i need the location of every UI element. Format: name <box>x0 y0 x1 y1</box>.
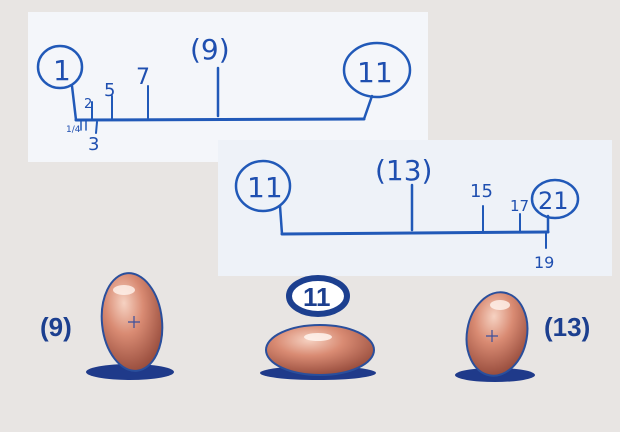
ball-right <box>455 291 535 382</box>
bottom-key-2: (13) <box>375 154 432 187</box>
bottom-timeline-card <box>218 140 612 276</box>
ball-right-body <box>465 291 529 377</box>
bottom-tick-label-19: 19 <box>534 253 554 272</box>
bottom-timeline: 11 (13) 21 15 17 19 <box>234 154 580 272</box>
bottom-timeline-line <box>280 230 550 236</box>
ball-left-shadow <box>86 364 174 380</box>
bottom-tick-label-17: 17 <box>510 197 529 215</box>
ball-right-highlight <box>490 300 510 310</box>
top-key-2: (9) <box>190 33 230 66</box>
bottom-tick-label-15: 15 <box>470 181 493 202</box>
top-timeline-line <box>74 117 366 122</box>
ball-right-center-mark <box>486 330 498 342</box>
top-tick-3 <box>95 121 98 134</box>
ball-left-center-mark <box>128 316 140 328</box>
top-key-3: 11 <box>357 56 393 89</box>
bottom-key-3: 21 <box>538 187 569 215</box>
ball-left <box>86 272 174 380</box>
bottom-key-1: 11 <box>247 171 283 204</box>
top-key-1: 1 <box>53 54 71 87</box>
ball-center <box>260 275 376 380</box>
top-key-circle-3 <box>342 41 412 99</box>
top-tick-label-3: 3 <box>88 134 99 155</box>
bottom-key-stem-1 <box>278 204 284 236</box>
ball-center-highlight <box>304 333 332 341</box>
top-tick-label-2: 2 <box>84 97 92 112</box>
bottom-key-circle-1 <box>234 159 292 213</box>
ball-center-label-ring <box>286 275 350 317</box>
top-small-mark-label: 1/4 <box>66 125 81 135</box>
ball-center-label: 11 <box>303 282 331 312</box>
ball-center-body <box>265 324 375 376</box>
top-timeline-card <box>28 12 428 162</box>
bottom-key-circle-3 <box>530 178 580 220</box>
top-tick-label-5: 5 <box>104 80 115 101</box>
ball-right-label: (13) <box>544 312 590 342</box>
ball-left-label: (9) <box>40 312 72 342</box>
top-tick-label-7: 7 <box>136 65 150 90</box>
top-key-stem-3 <box>362 94 374 121</box>
top-timeline: 1 (9) 11 2 3 5 7 1/4 <box>36 33 412 155</box>
top-key-circle-1 <box>36 44 84 90</box>
top-key-stem-1 <box>70 84 78 122</box>
ball-left-highlight <box>113 285 135 295</box>
